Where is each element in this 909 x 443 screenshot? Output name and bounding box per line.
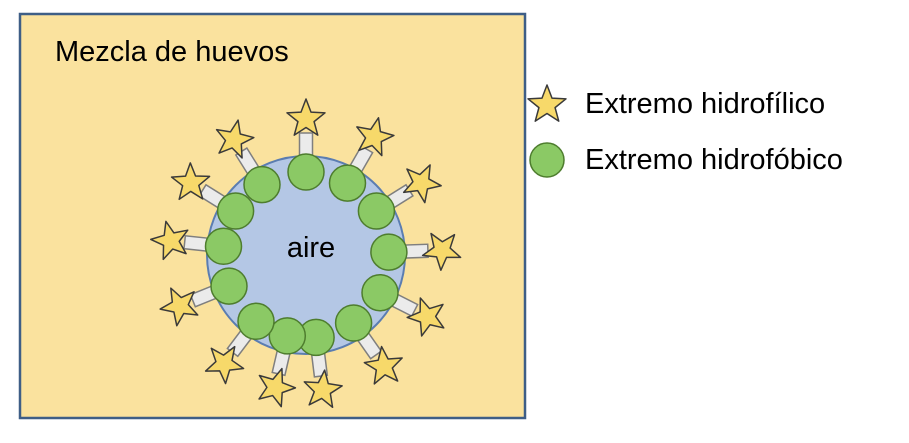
hydrophobic-head — [210, 267, 248, 305]
hydrophobic-heads — [204, 153, 408, 357]
hydrophilic-star-icon — [150, 220, 189, 261]
hydrophobic-head — [357, 192, 396, 230]
hydrophilic-star-icon — [258, 367, 297, 408]
hydrophilic-star-icon — [170, 162, 211, 201]
hydrophobic-head — [370, 233, 408, 271]
hydrophobic-head — [361, 273, 399, 312]
hydrophilic-star-icon — [204, 345, 245, 385]
air-label: aire — [286, 232, 336, 264]
legend-item-hydrophobic: Extremo hidrofóbico — [525, 138, 905, 182]
hydrophilic-star-icon — [363, 345, 403, 385]
hydrophilic-star-icon — [402, 164, 442, 204]
hydrophobic-head — [237, 302, 275, 341]
hydrophobic-head — [243, 165, 281, 204]
hydrophilic-star-icon — [159, 287, 199, 327]
legend-label-hydrophilic: Extremo hidrofílico — [585, 88, 826, 120]
legend-label-hydrophobic: Extremo hidrofóbico — [585, 144, 843, 176]
hydrophobic-head — [334, 304, 373, 342]
legend-item-hydrophilic: Extremo hidrofílico — [525, 82, 905, 126]
hydrophobic-head — [204, 227, 243, 266]
hydrophilic-star-icon — [356, 116, 395, 157]
hydrophilic-star-icon — [286, 98, 326, 136]
hydrophobic-head — [268, 317, 307, 355]
hydrophobic-head — [287, 153, 325, 191]
hydrophobic-head — [328, 164, 367, 202]
star-icon — [527, 84, 567, 122]
mixture-label: Mezcla de huevos — [55, 36, 289, 68]
hydrophilic-star-icon — [421, 232, 462, 271]
hydrophilic-star-icon — [303, 369, 343, 409]
hydrophobic-head — [216, 192, 255, 230]
hydrophilic-star-icon — [406, 297, 445, 337]
circle-icon — [529, 142, 565, 178]
hydrophilic-star-icon — [215, 119, 255, 159]
